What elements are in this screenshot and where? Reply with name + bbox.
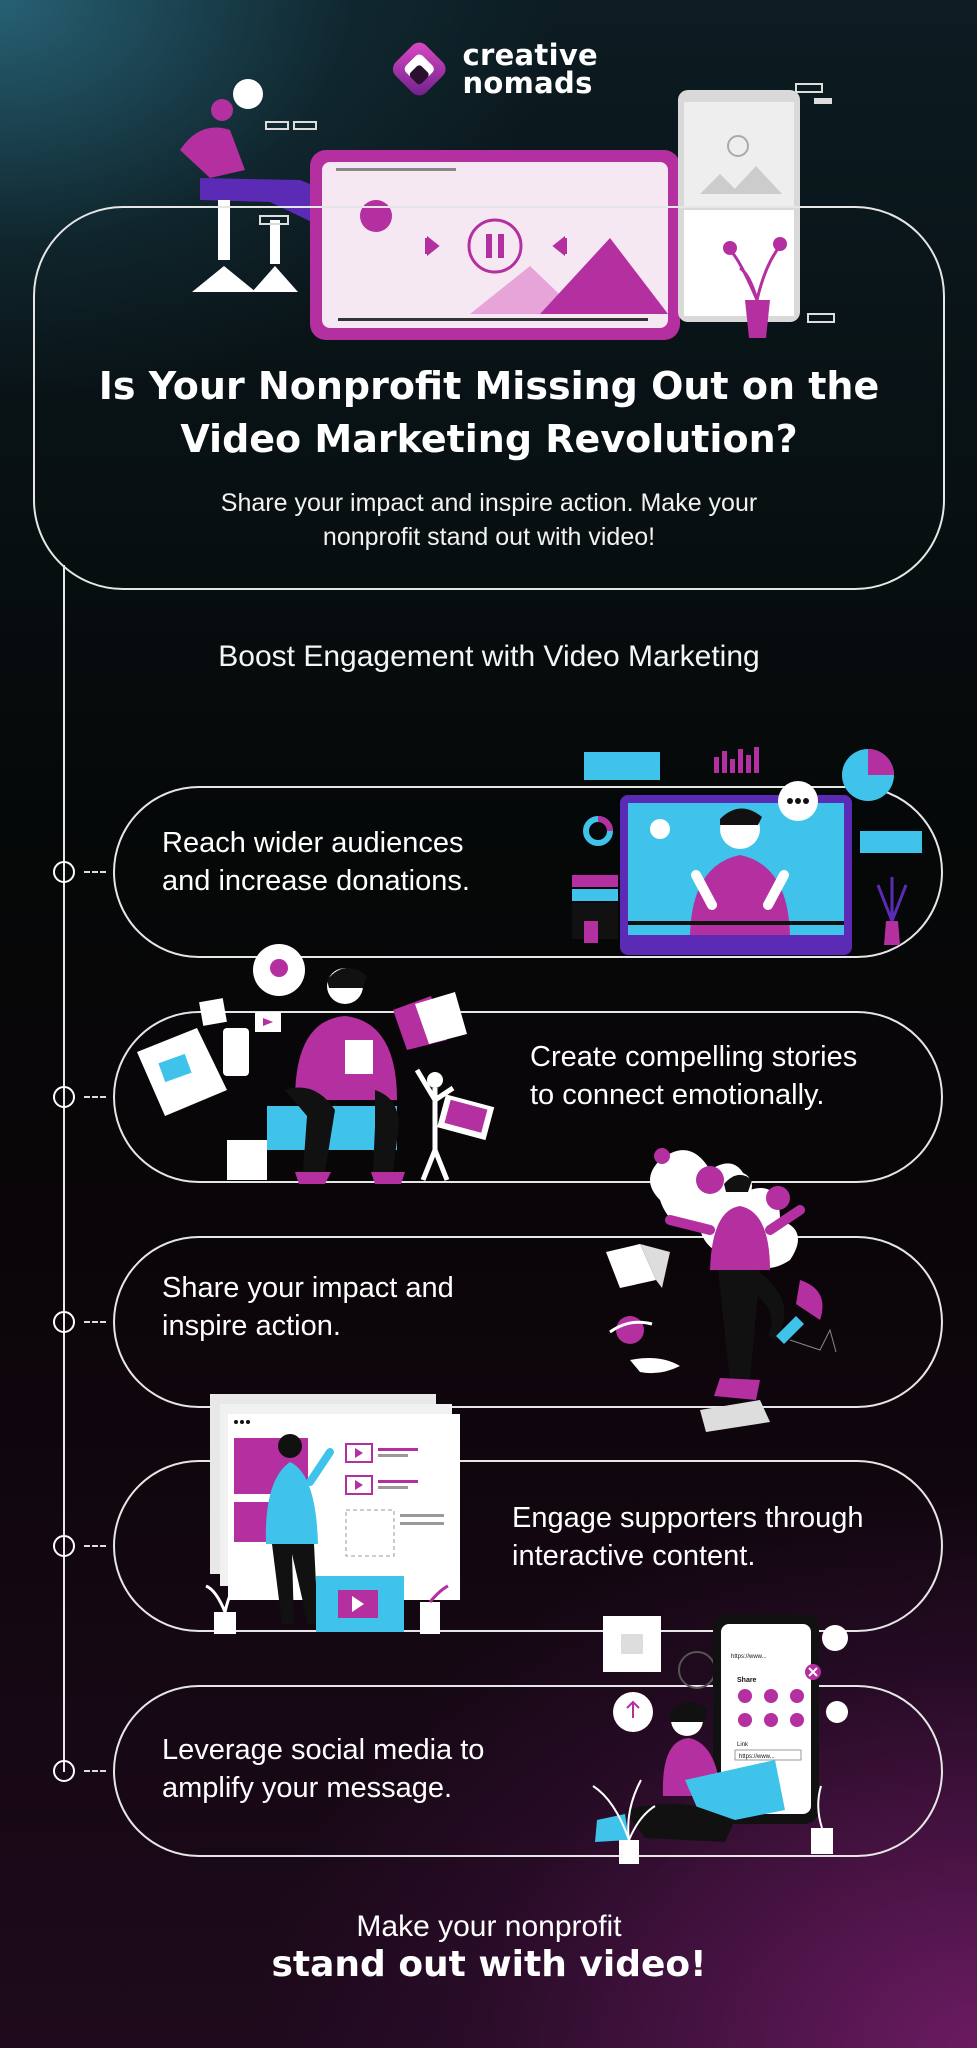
phone-share-label: Share <box>737 1677 757 1684</box>
benefit-line: Engage supporters through <box>512 1502 864 1534</box>
benefit-line: interactive content. <box>512 1540 756 1572</box>
timeline-dot <box>53 1086 75 1108</box>
phone-link-label: Link <box>737 1742 749 1748</box>
hero-subtitle: Share your impact and inspire action. Ma… <box>150 486 828 554</box>
brand-logo: creative nomads <box>388 34 598 104</box>
logo-mark-icon <box>392 42 446 96</box>
benefit-card <box>113 1011 943 1183</box>
benefit-text: Leverage social media to amplify your me… <box>162 1731 484 1807</box>
benefit-text: Reach wider audiences and increase donat… <box>162 824 470 900</box>
section-heading: Boost Engagement with Video Marketing <box>218 640 760 673</box>
timeline-connector <box>84 1321 106 1323</box>
hero-title-line1: Is Your Nonprofit Missing Out on the <box>98 364 880 408</box>
benefit-line: Reach wider audiences <box>162 827 464 859</box>
benefit-line: and increase donations. <box>162 865 470 897</box>
hero-title: Is Your Nonprofit Missing Out on the Vid… <box>80 360 898 466</box>
benefit-card <box>113 1236 943 1408</box>
social-media-illustration: https://www... Share Link https://www... <box>592 1614 848 1864</box>
timeline-dot <box>53 1535 75 1557</box>
benefit-text: Create compelling stories to connect emo… <box>530 1038 857 1114</box>
cta-line1: Make your nonprofit <box>356 1910 622 1943</box>
timeline-connector <box>84 1096 106 1098</box>
brand-name: creative nomads <box>462 38 598 100</box>
benefit-card <box>113 786 943 958</box>
phone-url-link: https://www... <box>739 1754 775 1760</box>
brand-line2: nomads <box>462 66 593 100</box>
interactive-content-illustration <box>205 1394 460 1634</box>
hero-illustration <box>180 79 835 340</box>
benefit-line: Create compelling stories <box>530 1041 858 1073</box>
storyteller-illustration <box>137 944 495 1184</box>
cta-line2: stand out with video! <box>271 1944 707 1985</box>
timeline-dot <box>53 1760 75 1782</box>
benefit-line: amplify your message. <box>162 1772 453 1804</box>
timeline-connector <box>84 871 106 873</box>
benefit-line: Leverage social media to <box>162 1734 485 1766</box>
benefit-line: inspire action. <box>162 1310 341 1342</box>
phone-url-top: https://www... <box>731 1654 767 1660</box>
inspiration-illustration <box>606 1148 837 1432</box>
benefit-line: to connect emotionally. <box>530 1079 825 1111</box>
brand-line1: creative <box>462 38 598 72</box>
timeline-dot <box>53 1311 75 1333</box>
timeline-connector <box>84 1770 106 1772</box>
timeline-line <box>63 565 65 1772</box>
benefit-card <box>113 1460 943 1632</box>
hero-subtitle-line2: nonprofit stand out with video! <box>322 523 656 551</box>
benefit-text: Share your impact and inspire action. <box>162 1269 454 1345</box>
timeline-connector <box>84 1545 106 1547</box>
benefit-card <box>113 1685 943 1857</box>
benefit-line: Share your impact and <box>162 1272 454 1304</box>
benefit-text: Engage supporters through interactive co… <box>512 1499 863 1575</box>
hero-subtitle-line1: Share your impact and inspire action. Ma… <box>220 489 758 517</box>
hero-title-line2: Video Marketing Revolution? <box>180 417 798 461</box>
video-call-illustration <box>572 747 922 955</box>
timeline-dot <box>53 861 75 883</box>
hero-frame <box>33 206 945 590</box>
